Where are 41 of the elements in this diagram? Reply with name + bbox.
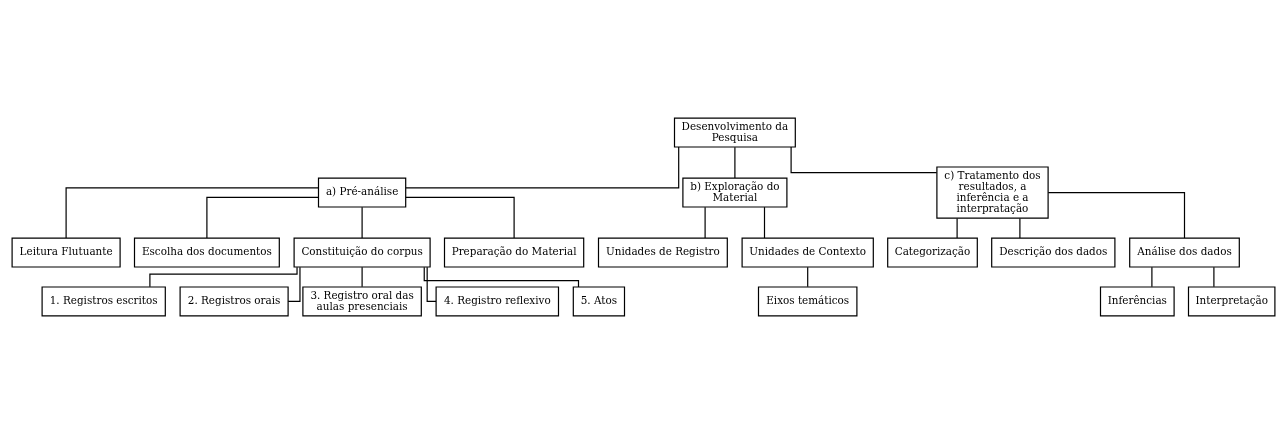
node-box: 1. Registros escritos [41, 286, 166, 317]
connector [763, 206, 766, 239]
node-box: Leitura Flutuante [11, 237, 121, 268]
node-box: Análise dos dados [1129, 237, 1240, 268]
node-box: 3. Registro oral das aulas presenciais [302, 286, 422, 317]
node-box: Unidades de Registro [597, 237, 728, 268]
node-box: 5. Atos [572, 286, 626, 317]
node-box: Constituição do corpus [293, 237, 431, 268]
node-box: Inferências [1099, 286, 1175, 317]
connector [734, 146, 736, 179]
node-box: Unidades de Contexto [741, 237, 874, 268]
connector [426, 266, 437, 302]
connector [361, 206, 363, 239]
connector [1047, 192, 1186, 239]
connector [405, 146, 680, 189]
node-box: Desenvolvimento da Pesquisa [673, 117, 796, 148]
node-box: 2. Registros orais [179, 286, 289, 317]
connector [1019, 217, 1021, 239]
connector [405, 196, 515, 239]
connector [1151, 266, 1153, 288]
node-box: 4. Registro reflexivo [435, 286, 560, 317]
node-box: Interpretação [1187, 286, 1276, 317]
connector [206, 196, 320, 239]
connector [423, 266, 580, 288]
node-box: Categorização [887, 237, 978, 268]
connector [287, 266, 301, 302]
connector [956, 217, 958, 239]
node-box: Preparação do Material [443, 237, 585, 268]
connector [1213, 266, 1215, 288]
connector [704, 206, 706, 239]
node-box: c) Tratamento dos resultados, a inferência e a interpratação [936, 166, 1049, 219]
connector [807, 266, 809, 288]
node-box: Descrição dos dados [991, 237, 1116, 268]
connector [149, 266, 298, 288]
connector [65, 187, 320, 239]
connector [790, 146, 938, 174]
node-box: Escolha dos documentos [133, 237, 280, 268]
node-box: a) Pré-análise [317, 177, 407, 208]
node-box: Eixos temáticos [757, 286, 858, 317]
node-box: b) Exploração do Material [682, 177, 788, 208]
connector [361, 266, 363, 288]
